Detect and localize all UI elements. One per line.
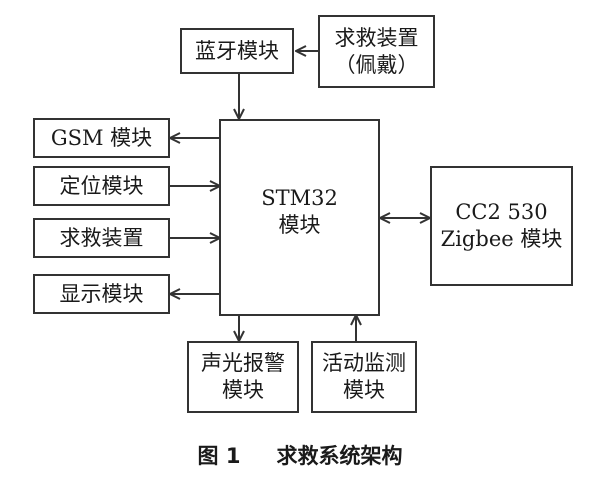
node-label: 定位模块 xyxy=(59,173,144,198)
figure-caption: 图 1 求救系统架构 xyxy=(0,440,600,470)
node-zigbee-module: CC2 530 Zigbee 模块 xyxy=(430,166,573,286)
node-label: 模块 xyxy=(343,378,385,402)
node-gsm-module: GSM 模块 xyxy=(33,118,170,158)
figure-number: 图 1 xyxy=(197,444,241,468)
node-label: 求救装置 xyxy=(334,25,419,50)
node-label: Zigbee 模块 xyxy=(440,227,563,251)
node-label: 活动监测 xyxy=(322,351,406,376)
node-label: 模块 xyxy=(222,378,264,402)
node-label: （佩戴） xyxy=(334,52,419,77)
node-rescue-device: 求救装置 xyxy=(33,218,170,258)
node-alarm-module: 声光报警 模块 xyxy=(187,341,299,413)
node-label: 声光报警 xyxy=(201,351,285,376)
node-label: STM32 xyxy=(261,186,338,210)
node-label: 显示模块 xyxy=(59,281,144,306)
figure-title: 求救系统架构 xyxy=(276,444,403,468)
node-stm32-module: STM32 模块 xyxy=(219,119,380,316)
node-rescue-device-wearable: 求救装置 （佩戴） xyxy=(318,15,435,88)
node-label: CC2 530 xyxy=(455,200,548,225)
node-label: 模块 xyxy=(278,212,321,237)
node-activity-monitor-module: 活动监测 模块 xyxy=(311,341,417,413)
node-label: 蓝牙模块 xyxy=(195,38,279,63)
node-label: 求救装置 xyxy=(59,225,144,250)
node-display-module: 显示模块 xyxy=(33,274,170,314)
node-bluetooth-module: 蓝牙模块 xyxy=(180,28,294,74)
node-label: GSM 模块 xyxy=(50,125,153,150)
node-positioning-module: 定位模块 xyxy=(33,166,170,206)
